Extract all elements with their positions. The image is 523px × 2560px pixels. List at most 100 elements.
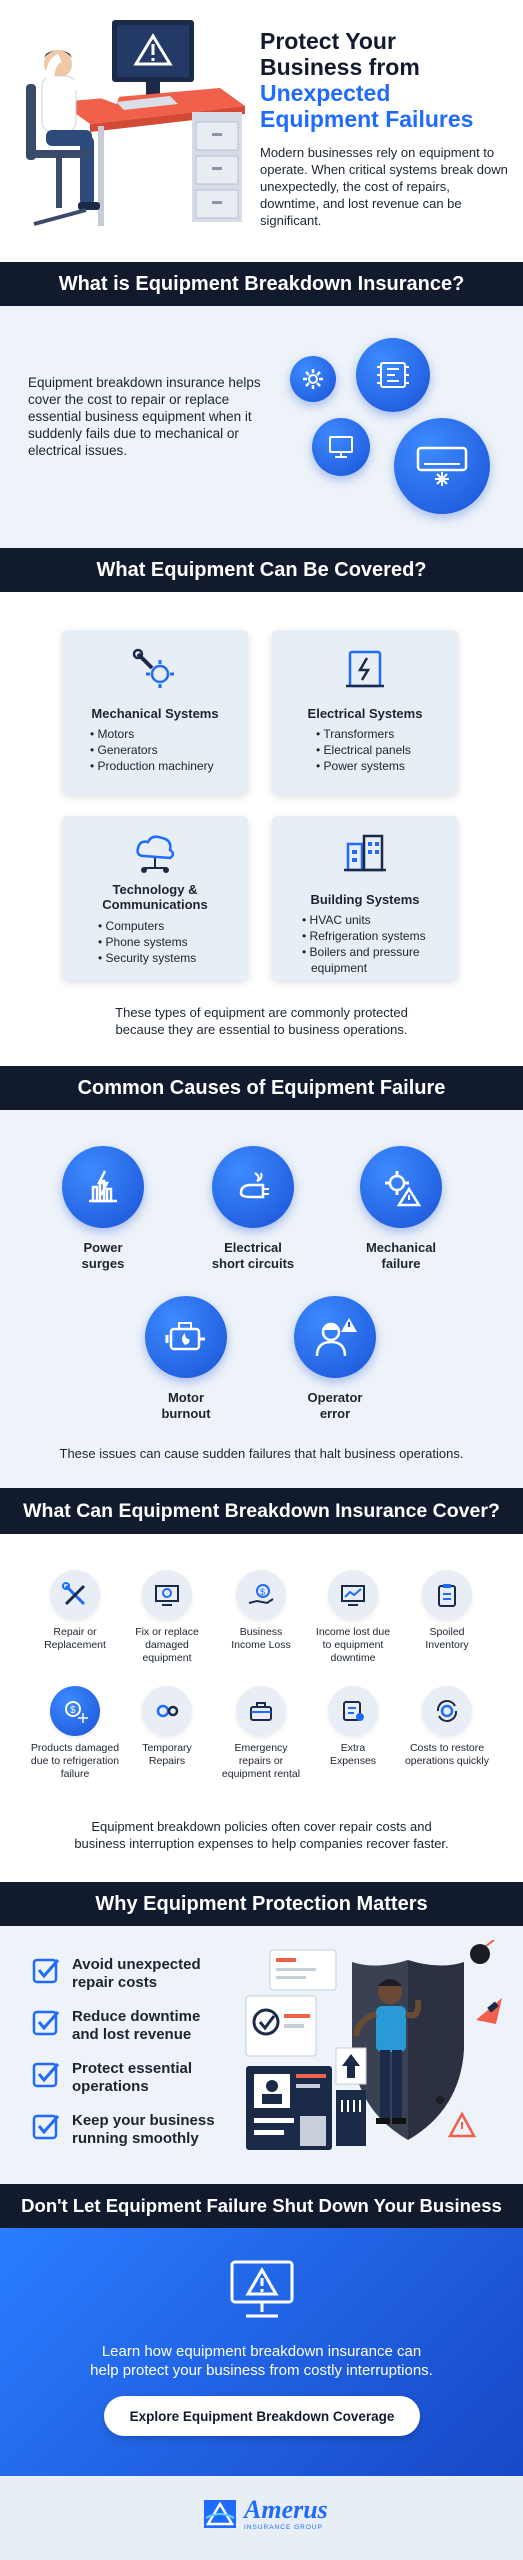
list-item: Electrical panels [316,742,411,758]
brand-name: Amerus [244,2494,328,2524]
card-list: Transformers Electrical panels Power sys… [316,726,411,774]
chart-screen-icon [328,1570,378,1620]
covered-heading-band: What Equipment Can Be Covered? [0,548,523,592]
list-item: Transformers [316,726,411,742]
card-title: Electrical Systems [307,706,423,721]
shield-protection-illustration [245,1940,502,2150]
checkbox-icon [32,1958,60,1984]
clipboard-icon [422,1570,472,1620]
brand-mark-icon [204,2500,236,2528]
explore-coverage-button[interactable]: Explore Equipment Breakdown Coverage [104,2396,420,2436]
circuit-board-icon [356,338,430,412]
cta-heading: Don't Let Equipment Failure Shut Down Yo… [21,2195,502,2216]
covered-heading: What Equipment Can Be Covered? [96,558,427,581]
hero-title: Protect Your Business from Unexpected Eq… [260,28,474,132]
card-list: Motors Generators Production machinery [90,726,214,774]
what-body: Equipment breakdown insurance helps cove… [28,375,261,458]
what-heading: What is Equipment Breakdown Insurance? [58,272,465,295]
covered-note: These types of equipment are commonly pr… [115,1005,408,1037]
footer: Amerus INSURANCE GROUP [0,2476,523,2560]
cta-body: Learn how equipment breakdown insurance … [90,2343,433,2379]
card-title: Technology & Communications [102,882,208,912]
short-circuit-icon [212,1146,294,1228]
svg-text:$: $ [260,1587,265,1597]
operator-error-icon [294,1296,376,1378]
mechanical-failure-icon [360,1146,442,1228]
card-mechanical-systems: Mechanical Systems Motors Generators Pro… [62,630,248,794]
office-worker-illustration [26,20,245,226]
causes-note: These issues can cause sudden failures t… [59,1446,464,1461]
brand-logo: Amerus INSURANCE GROUP [202,2496,328,2532]
checkbox-icon [32,2062,60,2088]
motor-burnout-icon [145,1296,227,1378]
wrench-gear-icon [132,648,174,688]
gear-refresh-icon [422,1686,472,1736]
cta-section: Learn how equipment breakdown insurance … [0,2228,523,2476]
card-title: Building Systems [310,892,420,907]
list-item: Production machinery [90,758,214,774]
hand-money-icon: $ [236,1570,286,1620]
list-item: HVAC units [302,912,426,928]
list-item: Refrigeration systems [302,928,426,944]
building-icon [344,834,386,872]
snowflake-dollar-icon: $ [50,1686,100,1736]
hero-section: Protect Your Business from Unexpected Eq… [0,0,523,262]
checkbox-icon [32,2010,60,2036]
gears-icon [142,1686,192,1736]
what-heading-band: What is Equipment Breakdown Insurance? [0,262,523,306]
cover-heading-band: What Can Equipment Breakdown Insurance C… [0,1488,523,1534]
card-electrical-systems: Electrical Systems Transformers Electric… [272,630,458,794]
list-item: equipment [311,961,368,975]
card-title: Mechanical Systems [91,706,219,721]
card-technology-communications: Technology & Communications Computers Ph… [62,816,248,980]
checkbox-icon [32,2114,60,2140]
svg-text:$: $ [70,1705,76,1716]
list-item: Power systems [316,758,411,774]
warning-monitor-icon [230,2260,294,2318]
list-item: Motors [90,726,214,742]
why-heading-band: Why Equipment Protection Matters [0,1882,523,1926]
what-section: Equipment breakdown insurance helps cove… [0,306,523,548]
causes-heading-band: Common Causes of Equipment Failure [0,1066,523,1110]
card-list: HVAC units Refrigeration systems Boilers… [302,912,426,976]
air-conditioner-icon [394,418,490,514]
list-item: Phone systems [98,934,196,950]
cta-heading-band: Don't Let Equipment Failure Shut Down Yo… [0,2184,523,2228]
brand-tagline: INSURANCE GROUP [244,2523,323,2531]
computer-icon [312,418,370,476]
tools-icon [50,1570,100,1620]
receipt-icon [328,1686,378,1736]
electrical-panel-icon [346,650,384,688]
card-building-systems: Building Systems HVAC units Refrigeratio… [272,816,458,980]
list-item: Security systems [98,950,197,966]
why-heading: Why Equipment Protection Matters [95,1892,428,1915]
cover-note: Equipment breakdown policies often cover… [74,1819,449,1851]
toolbox-icon [236,1686,286,1736]
cover-heading: What Can Equipment Breakdown Insurance C… [23,1499,500,1522]
gear-icon [290,356,336,402]
card-list: Computers Phone systems Security systems [98,918,197,966]
list-item: Computers [98,918,196,934]
power-surge-icon [62,1146,144,1228]
cloud-network-icon [136,835,175,873]
